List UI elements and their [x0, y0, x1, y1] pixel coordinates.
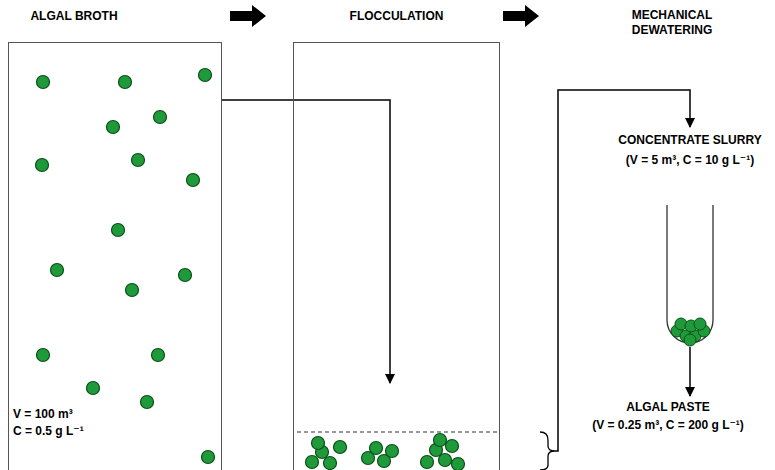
- algal-cell: [112, 224, 125, 237]
- algal-cell: [107, 121, 120, 134]
- algal-cell: [421, 456, 434, 469]
- paste-label-box: ALGAL PASTE (V = 0.25 m³, C = 200 g L⁻¹): [588, 398, 748, 435]
- node-text: (V = 5 m³, C = 10 g L⁻¹): [626, 153, 754, 168]
- algal-cell: [132, 154, 145, 167]
- algal-cell: [37, 76, 50, 89]
- heading-arrows: [230, 5, 539, 27]
- settled-layer-line: [297, 431, 497, 432]
- algal-cell: [187, 174, 200, 187]
- algal-cell: [439, 454, 452, 467]
- flow-arrow: [222, 100, 390, 383]
- flocculation-tank: FLOCCULATION: [293, 42, 500, 470]
- algal-cell: [386, 445, 399, 458]
- algal-cell: [312, 437, 325, 450]
- algal-cell: [154, 111, 167, 124]
- node-text: V = 100 m³: [13, 407, 73, 422]
- algal-cell: [306, 456, 319, 469]
- algal-cell: [141, 396, 154, 409]
- algal-cell: [179, 269, 192, 282]
- stage-heading: MECHANICAL DEWATERING: [617, 8, 727, 38]
- algal-cell: [324, 457, 337, 470]
- node-text: ALGAL BROTH: [30, 9, 117, 24]
- tube-outline: [665, 205, 715, 345]
- centrifuge-tube: CONCENTRATE SLURRY(V = 5 m³, C = 10 g L⁻…: [665, 205, 715, 345]
- algal-cell: [87, 382, 100, 395]
- algal-cell: [36, 159, 49, 172]
- algal-cell: [434, 434, 447, 447]
- algal-cell: [152, 349, 165, 362]
- algal-cell: [126, 284, 139, 297]
- algal-cell: [334, 441, 347, 454]
- node-text: FLOCCULATION: [350, 9, 444, 24]
- broth-tank: ALGAL BROTHV = 100 m³C = 0.5 g L⁻¹: [8, 42, 222, 470]
- bracket: [540, 432, 555, 470]
- algal-cell: [446, 440, 459, 453]
- algal-cell: [119, 76, 132, 89]
- flow-arrow: [689, 347, 691, 396]
- algal-cells: [36, 69, 465, 470]
- algal-cell: [199, 69, 212, 82]
- node-text: (V = 0.25 m³, C = 200 g L⁻¹): [592, 418, 744, 433]
- algal-cell: [202, 451, 215, 464]
- algal-cell: [370, 442, 383, 455]
- algal-cell: [37, 349, 50, 362]
- node-text: CONCENTRATE SLURRY: [618, 133, 761, 148]
- algal-cell: [452, 458, 465, 470]
- node-text: C = 0.5 g L⁻¹: [13, 424, 84, 439]
- algal-cell: [51, 264, 64, 277]
- node-text: ALGAL PASTE: [592, 400, 744, 415]
